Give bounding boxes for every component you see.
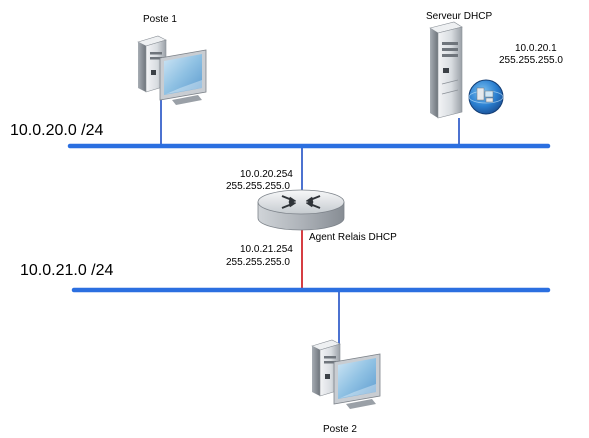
router-label: Agent Relais DHCP — [309, 232, 397, 243]
poste1-label: Poste 1 — [143, 14, 177, 25]
workstation-icon — [137, 35, 207, 105]
network-2-label: 10.0.21.0 /24 — [20, 262, 114, 279]
poste2-label: Poste 2 — [323, 424, 357, 435]
router-bottom-ip: 10.0.21.254 — [240, 244, 293, 255]
globe-icon — [468, 79, 504, 115]
workstation-icon — [311, 339, 381, 409]
router-icon — [257, 189, 345, 231]
network-1-label: 10.0.20.0 /24 — [10, 122, 104, 139]
server-icon — [429, 21, 463, 119]
router-top-mask: 255.255.255.0 — [226, 181, 290, 192]
router-bottom-mask: 255.255.255.0 — [226, 257, 290, 268]
serveur-mask: 255.255.255.0 — [499, 55, 563, 66]
serveur-label: Serveur DHCP — [426, 11, 492, 22]
serveur-ip: 10.0.20.1 — [515, 43, 557, 54]
router-top-ip: 10.0.20.254 — [240, 169, 293, 180]
